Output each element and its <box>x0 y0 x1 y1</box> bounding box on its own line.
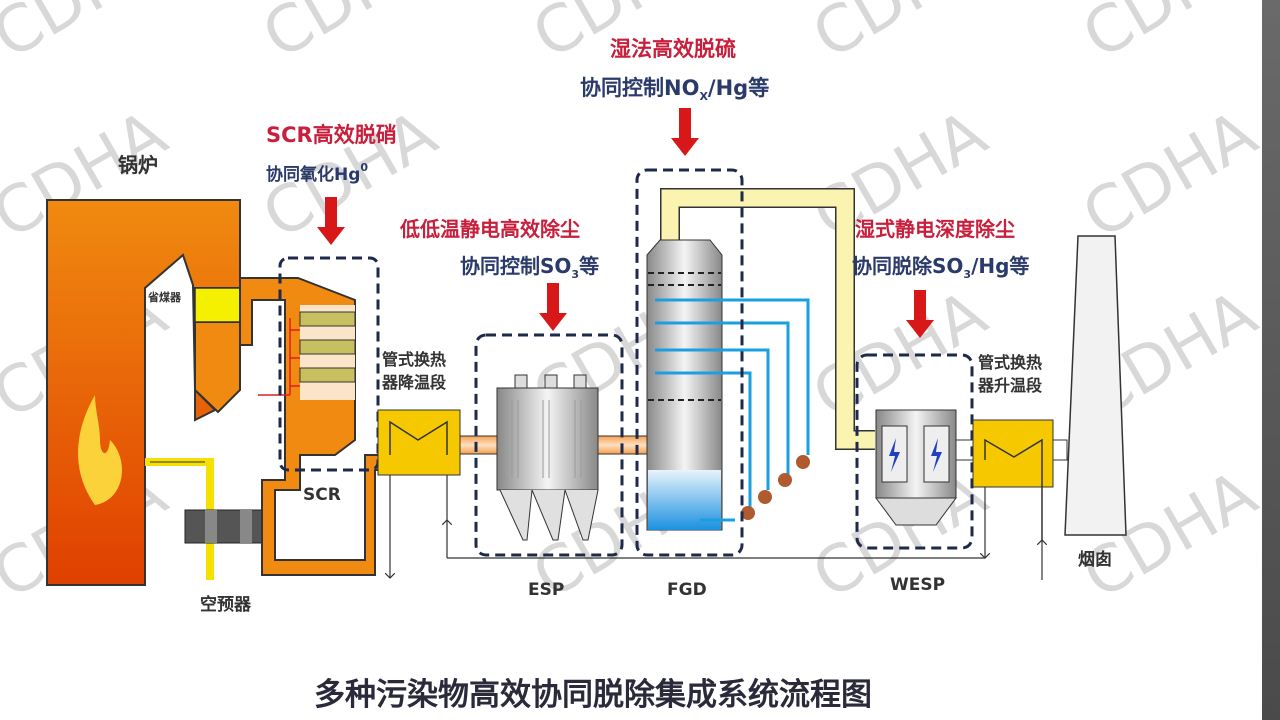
lightning-icon <box>931 438 942 472</box>
arrow-down-icon <box>317 197 345 245</box>
arrow-down-icon <box>906 290 934 338</box>
arrow-down-icon <box>671 108 699 156</box>
svg-text:CDHA: CDHA <box>251 0 449 74</box>
economizer <box>194 287 241 323</box>
chimney: 烟囱 <box>1064 235 1127 570</box>
annotation-fgd: 湿法高效脱硫 协同控制NOX/Hg等 <box>580 37 769 103</box>
svg-text:协同脱除SO3/Hg等: 协同脱除SO3/Hg等 <box>852 254 1029 281</box>
svg-text:CDHA: CDHA <box>1071 0 1269 74</box>
hx-heat-label-2: 器升温段 <box>977 376 1043 395</box>
scr-reactor: SCR <box>239 256 381 576</box>
air-preheater-label: 空预器 <box>200 594 252 615</box>
air-preheater: 空预器 <box>145 458 274 615</box>
svg-text:湿法高效脱硫: 湿法高效脱硫 <box>610 37 736 61</box>
chimney-label: 烟囱 <box>1078 549 1112 570</box>
fgd-label: FGD <box>667 580 707 600</box>
esp: ESP <box>474 333 624 600</box>
scr-label: SCR <box>303 485 341 505</box>
annotation-wesp: 湿式静电深度除尘 协同脱除SO3/Hg等 <box>852 217 1029 281</box>
wesp: WESP <box>855 353 974 595</box>
wesp-label: WESP <box>890 575 945 595</box>
svg-text:CDHA: CDHA <box>1071 97 1269 254</box>
hx-cool-label-1: 管式换热 <box>382 350 446 369</box>
boiler-label: 锅炉 <box>118 153 158 177</box>
hx-heat-label-1: 管式换热 <box>978 353 1042 372</box>
boiler: 锅炉 省煤器 <box>46 153 241 586</box>
svg-text:湿式静电深度除尘: 湿式静电深度除尘 <box>855 217 1015 241</box>
svg-text:CDHA: CDHA <box>801 0 999 74</box>
svg-text:CDHA: CDHA <box>0 0 179 74</box>
esp-label: ESP <box>528 580 564 600</box>
svg-text:协同氧化Hg0: 协同氧化Hg0 <box>266 161 368 185</box>
flame-icon <box>78 395 122 505</box>
svg-text:低低温静电高效除尘: 低低温静电高效除尘 <box>399 217 580 241</box>
economizer-label: 省煤器 <box>147 290 182 304</box>
side-scroll-edge <box>1262 0 1280 720</box>
diagram-title: 多种污染物高效协同脱除集成系统流程图 <box>314 677 872 713</box>
annotation-esp: 低低温静电高效除尘 协同控制SO3等 <box>399 217 599 281</box>
svg-text:协同控制NOX/Hg等: 协同控制NOX/Hg等 <box>580 76 769 103</box>
arrow-down-icon <box>539 283 567 331</box>
hx-cool-label-2: 器降温段 <box>381 373 447 392</box>
lightning-icon <box>889 438 900 472</box>
heat-exchanger-cooling: 管式换热 器降温段 <box>377 350 461 476</box>
heat-exchanger-heating: 管式换热 器升温段 <box>972 353 1054 540</box>
svg-text:SCR高效脱硝: SCR高效脱硝 <box>266 123 397 147</box>
annotation-scr: SCR高效脱硝 协同氧化Hg0 <box>266 123 397 185</box>
fgd-absorber: FGD <box>635 168 810 600</box>
svg-text:协同控制SO3等: 协同控制SO3等 <box>460 254 599 281</box>
